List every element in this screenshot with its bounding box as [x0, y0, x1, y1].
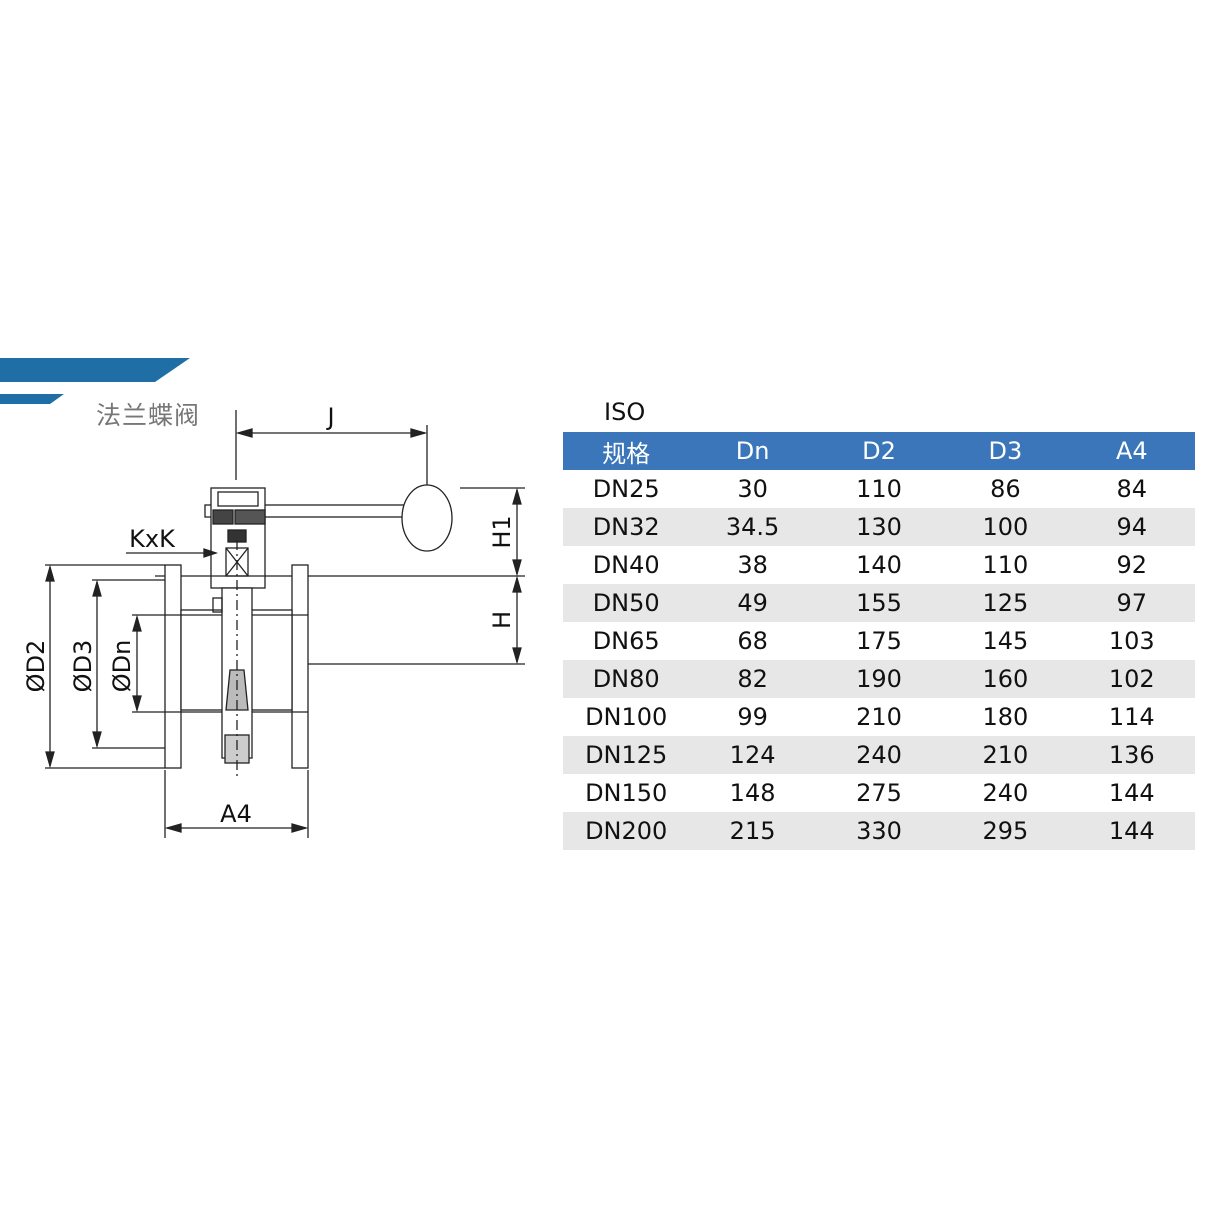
cell-spec: DN50 [563, 584, 690, 622]
cell-dn: 38 [689, 546, 816, 584]
header-banner [0, 358, 190, 404]
cell-d3: 180 [942, 698, 1069, 736]
cell-spec: DN200 [563, 812, 690, 850]
cell-d2: 240 [815, 736, 943, 774]
page-title: 法兰蝶阀 [96, 401, 201, 430]
cell-d2: 130 [815, 508, 943, 546]
cell-dn: 34.5 [689, 508, 816, 546]
cell-d2: 175 [815, 622, 943, 660]
cell-spec: DN80 [563, 660, 690, 698]
cell-a4: 103 [1068, 622, 1195, 660]
cell-dn: 99 [689, 698, 816, 736]
cell-d3: 145 [942, 622, 1069, 660]
cell-dn: 68 [689, 622, 816, 660]
cell-spec: DN40 [563, 546, 690, 584]
cell-d3: 100 [942, 508, 1069, 546]
cell-spec: DN125 [563, 736, 690, 774]
header-a4: A4 [1068, 432, 1195, 470]
cell-d2: 110 [815, 470, 943, 508]
cell-a4: 114 [1068, 698, 1195, 736]
cell-a4: 84 [1068, 470, 1195, 508]
cell-d3: 295 [942, 812, 1069, 850]
cell-dn: 215 [689, 812, 816, 850]
banner-stripe-top [0, 358, 190, 382]
header-spec: 规格 [563, 432, 690, 470]
cell-d3: 240 [942, 774, 1069, 812]
cell-d3: 110 [942, 546, 1069, 584]
standard-label: ISO [604, 398, 646, 426]
cell-dn: 124 [689, 736, 816, 774]
valve-drawing: J KxK A4 H1 H ØD2 ØD3 ØDn [22, 403, 525, 838]
cell-spec: DN65 [563, 622, 690, 660]
cell-d3: 86 [942, 470, 1069, 508]
cell-spec: DN150 [563, 774, 690, 812]
dim-label-j: J [325, 403, 334, 431]
cell-d3: 160 [942, 660, 1069, 698]
header-d3: D3 [942, 432, 1069, 470]
cell-spec: DN25 [563, 470, 690, 508]
cell-d2: 190 [815, 660, 943, 698]
dim-label-kxk: KxK [129, 525, 176, 553]
table-header-row: 规格 Dn D2 D3 A4 [563, 432, 1195, 470]
header-d2: D2 [815, 432, 943, 470]
header-dn: Dn [689, 432, 816, 470]
cell-a4: 92 [1068, 546, 1195, 584]
dim-label-h1: H1 [488, 515, 516, 548]
dim-label-d2: ØD2 [22, 640, 50, 693]
banner-stripe-bottom [0, 394, 64, 404]
cell-d2: 330 [815, 812, 943, 850]
cell-a4: 144 [1068, 774, 1195, 812]
cell-d3: 125 [942, 584, 1069, 622]
cell-a4: 136 [1068, 736, 1195, 774]
dim-label-h: H [488, 611, 516, 629]
cell-dn: 49 [689, 584, 816, 622]
cell-d2: 275 [815, 774, 943, 812]
cell-d2: 140 [815, 546, 943, 584]
cell-dn: 82 [689, 660, 816, 698]
cell-a4: 94 [1068, 508, 1195, 546]
cell-a4: 102 [1068, 660, 1195, 698]
cell-spec: DN32 [563, 508, 690, 546]
dim-label-dn: ØDn [108, 640, 136, 693]
cell-d2: 155 [815, 584, 943, 622]
cell-d3: 210 [942, 736, 1069, 774]
cell-dn: 148 [689, 774, 816, 812]
dim-label-d3: ØD3 [69, 640, 97, 693]
cell-d2: 210 [815, 698, 943, 736]
dim-label-a4: A4 [220, 800, 252, 828]
cell-spec: DN100 [563, 698, 690, 736]
cell-a4: 97 [1068, 584, 1195, 622]
cell-dn: 30 [689, 470, 816, 508]
cell-a4: 144 [1068, 812, 1195, 850]
